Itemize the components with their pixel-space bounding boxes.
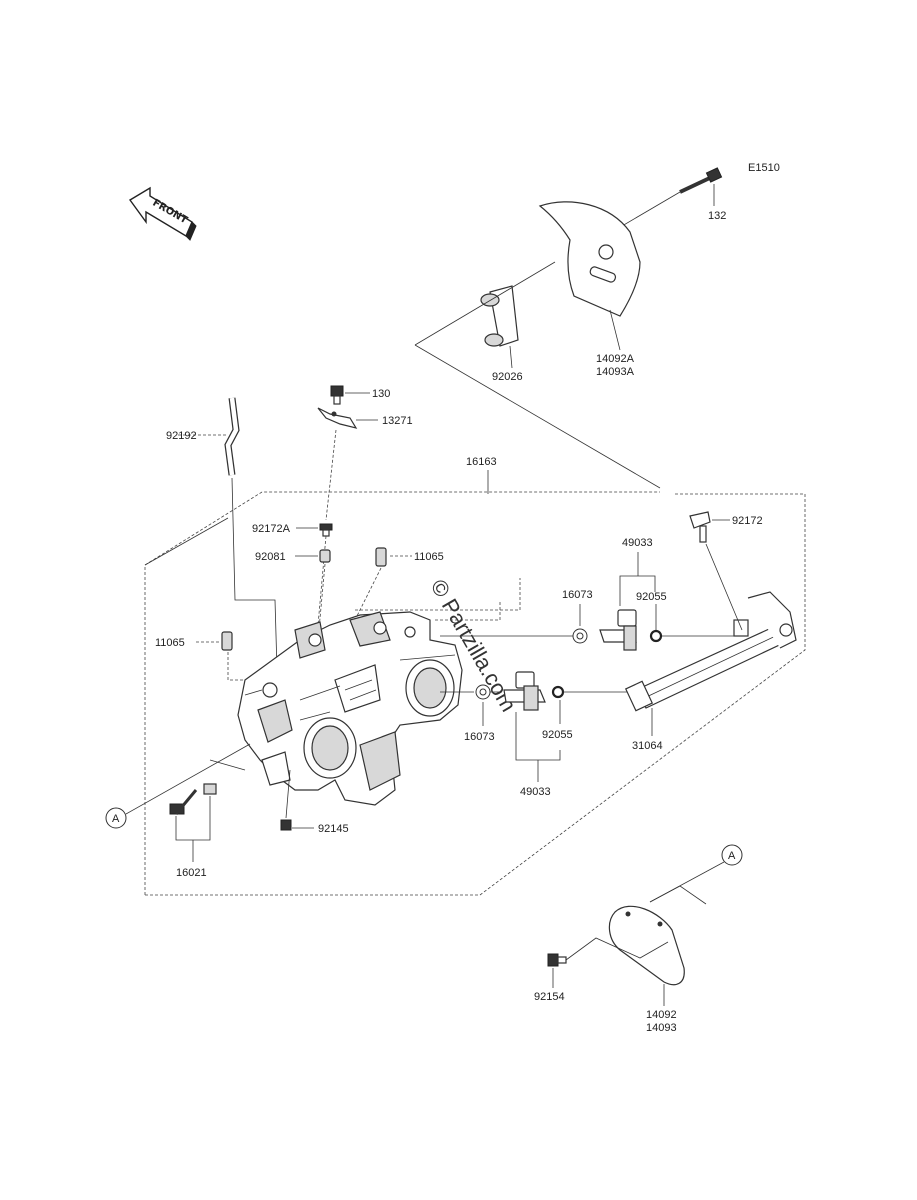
label-11065-top: 11065: [414, 551, 444, 563]
label-92145: 92145: [318, 823, 349, 835]
label-132: 132: [708, 210, 726, 222]
label-16073-bottom: 16073: [464, 731, 495, 743]
label-92055-bottom: 92055: [542, 729, 573, 741]
label-92055-top: 92055: [636, 591, 667, 603]
label-92192: 92192: [166, 430, 197, 442]
label-49033-top: 49033: [622, 537, 653, 549]
label-14093a: 14093A: [596, 366, 635, 378]
diagram-code: E1510: [748, 162, 780, 174]
cover-14092: [608, 905, 685, 986]
injector-49033-top: [599, 609, 637, 651]
label-13271: 13271: [382, 415, 413, 427]
cap-92081: [319, 549, 331, 563]
bracket-13271: [317, 407, 358, 429]
front-arrow-icon: FRONT: [128, 186, 197, 241]
label-14093: 14093: [646, 1022, 677, 1034]
label-11065-left: 11065: [155, 637, 185, 649]
label-16021: 16021: [176, 867, 207, 879]
seal-16073-top: [572, 628, 588, 644]
label-31064: 31064: [632, 740, 663, 752]
ref-a-callout: [105, 807, 127, 829]
label-16073-top: 16073: [562, 589, 593, 601]
label-49033-bottom: 49033: [520, 786, 551, 798]
label-92172: 92172: [732, 515, 763, 527]
ref-a-text: A: [112, 813, 120, 825]
label-16163: 16163: [466, 456, 497, 468]
screw-92172a: [319, 523, 333, 537]
collar-92026: [480, 285, 519, 347]
label-92026: 92026: [492, 371, 523, 383]
sensor-16021: [169, 783, 217, 815]
seal-16073-bottom: [475, 684, 491, 700]
ref-a2-callout: [721, 844, 743, 866]
label-92081: 92081: [255, 551, 286, 563]
label-92154: 92154: [534, 991, 565, 1003]
bolt-92172: [689, 511, 711, 543]
label-14092: 14092: [646, 1009, 677, 1021]
ref-a2-text: A: [728, 850, 736, 862]
fuel-rail-31064: [624, 591, 797, 712]
o-ring-92055-top: [649, 629, 663, 643]
throttle-body-assembly: [237, 611, 463, 806]
o-ring-92055-bottom: [551, 685, 565, 699]
heat-shield-14092a: [538, 201, 641, 317]
label-14092a: 14092A: [596, 353, 635, 365]
hose-92192: [224, 397, 240, 476]
cap-11065-top: [375, 547, 387, 567]
label-130: 130: [372, 388, 390, 400]
bolt-130: [330, 385, 344, 405]
bolt-132: [679, 167, 723, 194]
cap-11065-left: [221, 631, 233, 651]
injector-49033-bottom: [503, 671, 546, 711]
label-92172a: 92172A: [252, 523, 291, 535]
plug-92145: [280, 819, 292, 831]
bolt-92154: [547, 953, 567, 967]
